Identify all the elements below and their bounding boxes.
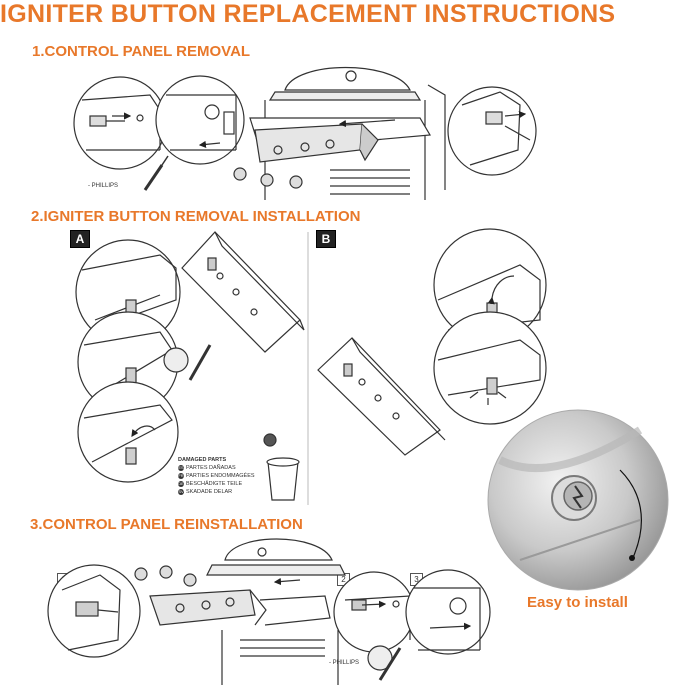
- badge-a: A: [70, 230, 90, 248]
- section-3-illustration: [47, 538, 491, 685]
- section-2b-illustration: [317, 228, 547, 456]
- page-title: IGNITER BUTTON REPLACEMENT INSTRUCTIONS: [0, 0, 616, 28]
- section-1-title: 1.CONTROL PANEL REMOVAL: [32, 43, 251, 60]
- tool-label-top: - PHILLIPS: [88, 183, 119, 189]
- section-3-title: 3.CONTROL PANEL REINSTALLATION: [30, 516, 303, 533]
- badge-b: B: [316, 230, 336, 248]
- step-number-3: 3: [410, 573, 423, 586]
- step-number-2: 2: [337, 573, 350, 586]
- step-number-1: 1: [57, 573, 70, 586]
- easy-to-install-callout: Easy to install: [527, 594, 628, 611]
- section-1-illustration: [73, 67, 537, 200]
- damaged-parts-heading: DAMAGED PARTS: [178, 457, 227, 463]
- igniter-closeup-photo: [487, 409, 669, 591]
- section-2-title: 2.IGNITER BUTTON REMOVAL INSTALLATION: [31, 208, 361, 225]
- tool-label-bottom: - PHILLIPS: [329, 660, 360, 666]
